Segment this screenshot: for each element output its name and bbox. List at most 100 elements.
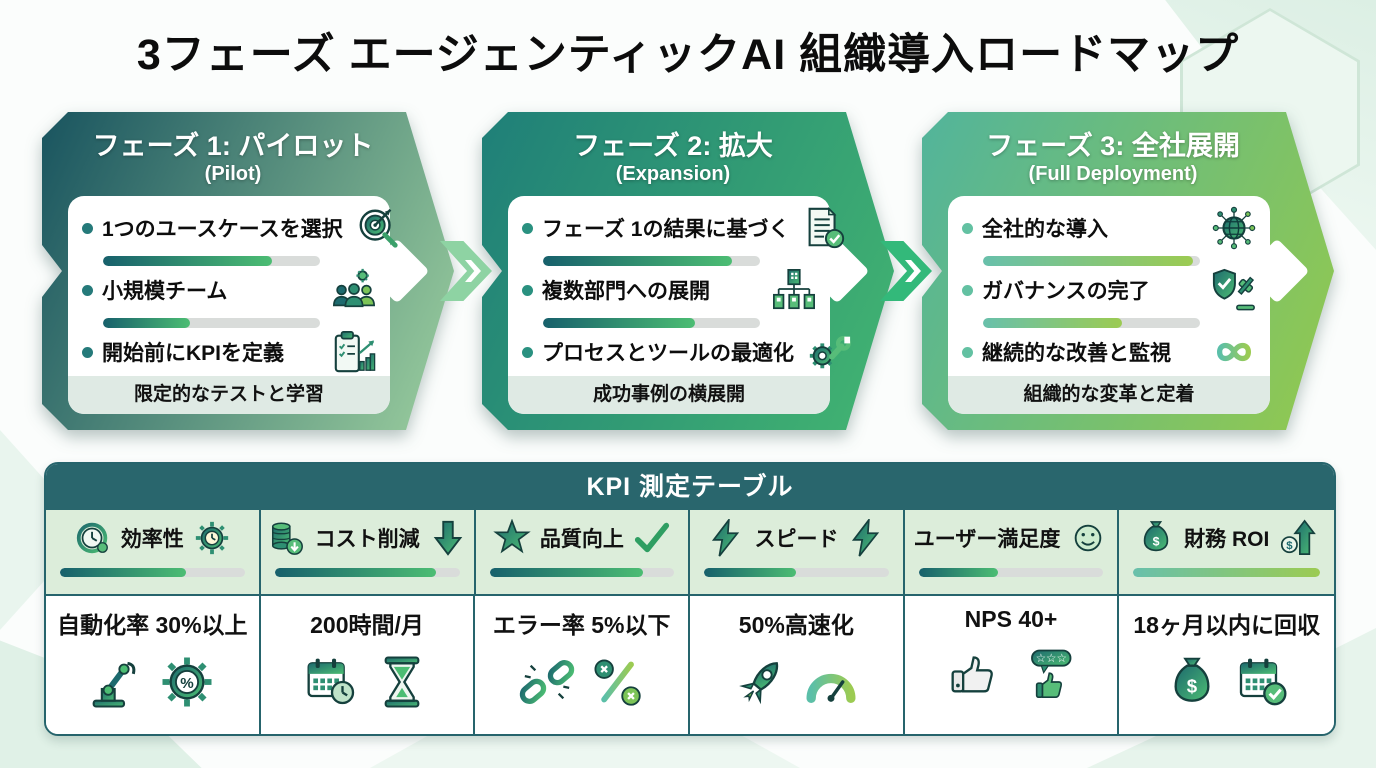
globe-network-icon xyxy=(1208,204,1260,252)
phase-item-label: フェーズ 1の結果に基づく xyxy=(542,218,790,241)
kpi-metric-satisfaction: ユーザー満足度 xyxy=(904,510,1120,596)
kpi-value: NPS 40+ xyxy=(964,606,1058,632)
kpi-label: 効率性 xyxy=(120,528,184,551)
kpi-metric-quality: 品質向上 xyxy=(475,510,691,596)
star-icon xyxy=(492,518,532,558)
broken-chain-icon xyxy=(518,646,576,718)
bullet-dot xyxy=(962,223,973,234)
phase-3-subtitle: (Full Deployment) xyxy=(1028,163,1198,185)
gear-clock-icon xyxy=(192,518,232,558)
phase-roadmap: フェーズ 1: パイロット (Pilot) 1つのユースケースを選択 xyxy=(42,112,1334,430)
svg-text:%: % xyxy=(181,675,195,692)
progress-bar xyxy=(543,318,760,328)
robot-arm-icon xyxy=(88,646,146,718)
phase-1-panel: 1つのユースケースを選択 小規模チーム xyxy=(68,196,390,414)
kpi-value-speed: 50%高速化 xyxy=(690,596,905,734)
kpi-progress-bar xyxy=(60,568,245,577)
clipboard-chart-icon xyxy=(328,328,380,376)
phase-1-subtitle: (Pilot) xyxy=(204,163,262,185)
down-arrow-icon xyxy=(428,518,468,558)
check-icon xyxy=(632,518,672,558)
kpi-metric-speed: スピード xyxy=(690,510,905,596)
phase-3-footer: 組織的な変革と定着 xyxy=(948,376,1270,414)
kpi-metric-cost: コスト削減 xyxy=(260,510,476,596)
kpi-value-efficiency: 自動化率 30%以上 % xyxy=(46,596,261,734)
money-bag-icon: $ xyxy=(1136,518,1176,558)
percent-x-icon xyxy=(588,646,646,718)
phase-2-panel: フェーズ 1の結果に基づく 複数部門への展開 xyxy=(508,196,830,414)
target-magnifier-icon xyxy=(352,204,404,252)
phase-item-label: 小規模チーム xyxy=(102,280,228,303)
svg-text:$: $ xyxy=(1153,535,1160,549)
phase-item-label: 1つのユースケースを選択 xyxy=(102,218,343,241)
phase-item-label: 継続的な改善と監視 xyxy=(982,342,1171,365)
kpi-label: ユーザー満足度 xyxy=(913,528,1061,551)
progress-bar xyxy=(103,256,320,266)
dollar-up-icon: $ xyxy=(1277,518,1317,558)
page-title: 3フェーズ エージェンティックAI 組織導入ロードマップ xyxy=(136,31,1240,79)
kpi-progress-bar xyxy=(704,568,889,577)
kpi-value: 18ヶ月以内に回収 xyxy=(1133,612,1320,638)
bullet-dot xyxy=(522,347,533,358)
phase-item-label: 開始前にKPIを定義 xyxy=(102,342,285,365)
org-chart-icon xyxy=(768,266,820,314)
kpi-value: エラー率 5%以下 xyxy=(492,612,671,638)
phase-2-subtitle: (Expansion) xyxy=(615,163,731,185)
team-gear-icon xyxy=(328,266,380,314)
phase-2-title: フェーズ 2: 拡大 xyxy=(573,131,773,161)
kpi-progress-bar xyxy=(918,568,1104,577)
kpi-value-cost: 200時間/月 xyxy=(260,596,476,734)
svg-text:$: $ xyxy=(1186,676,1197,697)
bullet-dot xyxy=(522,285,533,296)
shield-gavel-icon xyxy=(1208,266,1260,314)
phase-item-label: 複数部門への展開 xyxy=(542,280,710,303)
progress-bar xyxy=(983,318,1200,328)
kpi-value: 200時間/月 xyxy=(310,612,424,638)
kpi-label: 財務 ROI xyxy=(1184,528,1270,551)
calendar-clock-icon xyxy=(303,646,361,718)
kpi-label: コスト削減 xyxy=(314,528,420,551)
phase-card-1: フェーズ 1: パイロット (Pilot) 1つのユースケースを選択 xyxy=(42,112,454,430)
bullet-dot xyxy=(962,285,973,296)
svg-text:☆☆☆: ☆☆☆ xyxy=(1036,652,1067,665)
thumbs-up-icon xyxy=(947,639,1005,711)
rocket-icon xyxy=(732,646,790,718)
kpi-progress-bar xyxy=(274,568,460,577)
phase-3-panel: 全社的な導入 ガバナンスの完了 xyxy=(948,196,1270,414)
money-bag-icon: $ xyxy=(1163,646,1221,718)
phase-card-2: フェーズ 2: 拡大 (Expansion) フェーズ 1の結果に基づく xyxy=(482,112,894,430)
kpi-progress-bar xyxy=(489,568,675,577)
bullet-dot xyxy=(962,347,973,358)
svg-text:$: $ xyxy=(1287,540,1294,552)
phase-card-3: フェーズ 3: 全社展開 (Full Deployment) 全社的な導入 xyxy=(922,112,1334,430)
bullet-dot xyxy=(522,223,533,234)
gauge-icon xyxy=(802,646,860,718)
kpi-label: 品質向上 xyxy=(539,528,624,551)
bullet-dot xyxy=(82,285,93,296)
kpi-metric-roi: $ 財務 ROI $ xyxy=(1119,510,1334,596)
infinity-icon xyxy=(1208,328,1260,376)
percent-gear-icon: % xyxy=(158,646,216,718)
lightning-icon xyxy=(846,518,886,558)
phase-item-label: プロセスとツールの最適化 xyxy=(542,342,794,365)
rating-thumbs-icon: ☆☆☆ xyxy=(1017,639,1075,711)
phase-item-label: 全社的な導入 xyxy=(982,218,1108,241)
calendar-check-icon xyxy=(1233,646,1291,718)
progress-bar xyxy=(543,256,760,266)
kpi-value-row: 自動化率 30%以上 % 200時間/月 エラー率 5%以下 50%高速化 xyxy=(46,596,1334,734)
phase-2-footer: 成功事例の横展開 xyxy=(508,376,830,414)
kpi-label: スピード xyxy=(754,528,839,551)
kpi-table: KPI 測定テーブル 効率性 コスト削減 品質向上 xyxy=(44,462,1336,736)
bullet-dot xyxy=(82,223,93,234)
phase-item-label: ガバナンスの完了 xyxy=(982,280,1150,303)
kpi-progress-bar xyxy=(1133,568,1320,577)
gear-wrench-icon xyxy=(803,328,855,376)
progress-bar xyxy=(103,318,320,328)
lightning-icon xyxy=(706,518,746,558)
phase-1-title: フェーズ 1: パイロット xyxy=(92,131,374,161)
smiley-icon xyxy=(1068,518,1108,558)
kpi-metric-efficiency: 効率性 xyxy=(46,510,261,596)
kpi-value: 自動化率 30%以上 xyxy=(57,612,248,638)
phase-1-footer: 限定的なテストと学習 xyxy=(68,376,390,414)
clock-icon xyxy=(73,518,113,558)
